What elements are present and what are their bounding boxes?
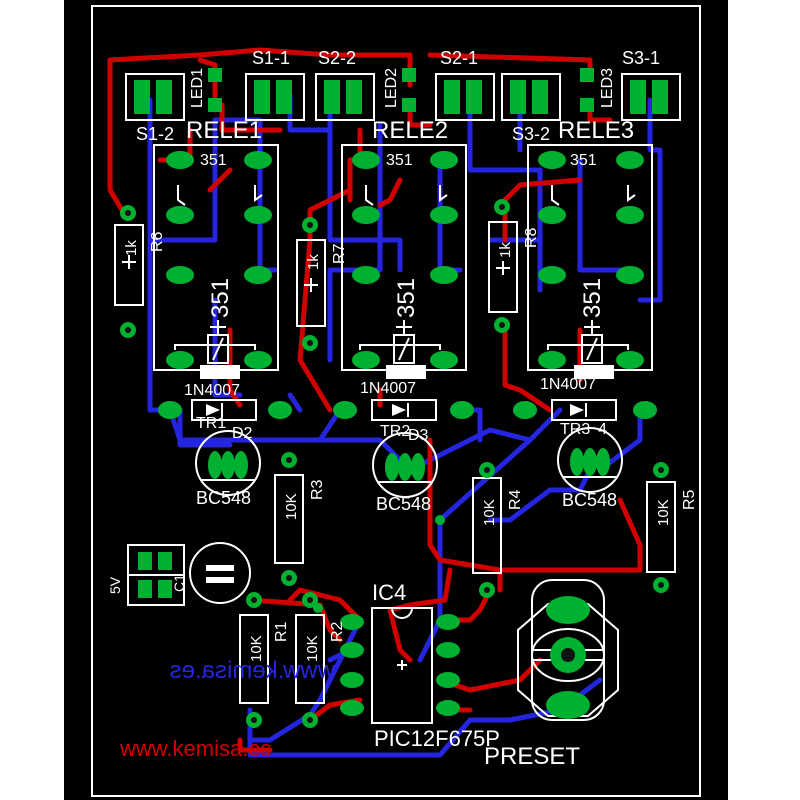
label-rele3: RELE3 bbox=[558, 117, 634, 144]
label-r1-value: 10K bbox=[248, 635, 265, 662]
label-s1-2: S1-2 bbox=[136, 124, 174, 144]
label-r8: R8 bbox=[523, 227, 540, 248]
label-tr3: TR3 bbox=[560, 421, 590, 438]
label-led3: LED3 bbox=[599, 68, 616, 108]
label-s1-1: S1-1 bbox=[252, 48, 290, 68]
ic-outline bbox=[371, 607, 433, 724]
label-tr2: TR2 bbox=[380, 423, 410, 440]
label-r2-value: 10K bbox=[304, 635, 321, 662]
label-r8-value: 1k bbox=[497, 242, 514, 258]
label-relay1-code-top: 351 bbox=[200, 152, 227, 169]
label-c1: C1 bbox=[171, 574, 187, 592]
label-r1: R1 bbox=[273, 621, 290, 642]
label-tr1: TR1 bbox=[196, 415, 226, 432]
label-bc2: BC548 bbox=[376, 494, 431, 514]
label-r4: R4 bbox=[507, 489, 524, 510]
label-5v: 5V bbox=[107, 576, 123, 594]
label-s3-2: S3-2 bbox=[512, 124, 550, 144]
label-led2: LED2 bbox=[383, 68, 400, 108]
label-r5: R5 bbox=[681, 489, 698, 510]
label-rele2: RELE2 bbox=[372, 117, 448, 144]
label-r5-value: 10K bbox=[655, 499, 672, 526]
label-d1: 1N4007 bbox=[184, 382, 240, 399]
label-s2-1: S2-1 bbox=[440, 48, 478, 68]
label-r4-value: 10K bbox=[481, 499, 498, 526]
silkscreen-labels: S1-1 S2-2 S2-1 S3-1 S1-2 S3-2 LED1 LED2 … bbox=[107, 48, 698, 770]
label-d2-ref: D2 bbox=[232, 425, 253, 442]
label-r6: R6 bbox=[149, 231, 166, 252]
label-s3-1: S3-1 bbox=[622, 48, 660, 68]
label-d3: 1N4007 bbox=[540, 376, 596, 393]
label-rele1: RELE1 bbox=[186, 117, 262, 144]
vias bbox=[120, 199, 669, 728]
label-ic-part: PIC12F675P bbox=[374, 726, 500, 751]
resistor-marks bbox=[122, 255, 510, 292]
label-d2: 1N4007 bbox=[360, 380, 416, 397]
label-s2-2: S2-2 bbox=[318, 48, 356, 68]
url-blue-mirrored: www.kemisa.es bbox=[170, 657, 336, 684]
label-r7: R7 bbox=[331, 243, 348, 264]
label-ic-ref: IC4 bbox=[372, 580, 406, 605]
label-relay2-code-side: 351 bbox=[393, 278, 420, 318]
label-r3-value: 10K bbox=[283, 493, 300, 520]
label-r7-value: 1k bbox=[305, 254, 322, 270]
board-outline bbox=[91, 5, 701, 797]
url-red: www.kemisa.es bbox=[119, 736, 272, 761]
label-r3: R3 bbox=[309, 479, 326, 500]
label-d3-ref: D3 bbox=[408, 427, 429, 444]
label-d4-ref: 4 bbox=[598, 421, 607, 438]
label-relay1-code-side: 351 bbox=[207, 278, 234, 318]
label-r6-value: 1k bbox=[123, 240, 140, 256]
label-bc1: BC548 bbox=[196, 488, 251, 508]
label-relay2-code-top: 351 bbox=[386, 152, 413, 169]
label-bc3: BC548 bbox=[562, 490, 617, 510]
label-relay3-code-top: 351 bbox=[570, 152, 597, 169]
pads bbox=[134, 68, 668, 719]
label-led1: LED1 bbox=[189, 68, 206, 108]
label-r2: R2 bbox=[329, 621, 346, 642]
label-preset: PRESET bbox=[484, 743, 580, 770]
label-relay3-code-side: 351 bbox=[579, 278, 606, 318]
